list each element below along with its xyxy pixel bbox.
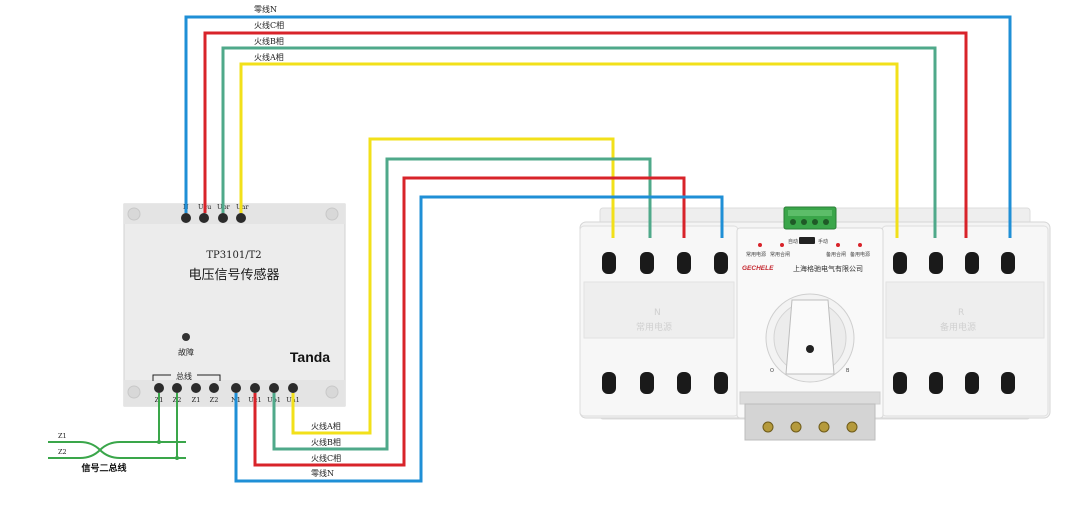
ats-switch: 自动 手动 常用电源 常用合闸 备用合闸 备用电源 GECHELE 上海格驰电气… [579,206,1051,441]
wire-phase-a-top [239,62,899,238]
ats-indicator-light [858,243,862,247]
sensor-terminal-label: Z1 [192,396,201,404]
ats-mode-auto: 自动 [788,238,798,245]
bus-z1-label: Z1 [58,432,67,440]
sensor-module: N Ucu Ubr Uar TP3101/T2 电压信号传感器 故障 Tanda… [123,203,346,407]
wire-phase-a-bottom [291,137,615,435]
bus-label: 总线 [176,371,192,381]
wire-phase-c-top [203,31,968,238]
ats-indicator-light [758,243,762,247]
ats-indicator-label: 常用电源 [746,251,766,258]
sensor-name: 电压信号传感器 [188,267,279,283]
bottom-wires [234,137,724,483]
ats-indicator-light [836,243,840,247]
sensor-bottom-terminals [154,383,298,393]
top-wires [184,15,1012,238]
fault-led [182,333,190,341]
wire-label-neutral-top: 零线N [254,4,277,14]
bus-z2-label: Z2 [58,448,67,456]
ats-brand: GECHELE [742,265,774,272]
ats-indicator-label: 备用合闸 [826,251,846,258]
sensor-model: TP3101/T2 [206,250,261,261]
svg-text:B: B [846,368,850,374]
sensor-terminal-label: Uar [236,203,249,211]
wire-neutral-bottom [234,195,724,483]
wire-label-phase-b-bottom: 火线B相 [311,437,341,447]
ats-right-letter: R [958,308,964,318]
wire-label-phase-c-bottom: 火线C相 [311,453,341,463]
wire-phase-c-bottom [253,176,686,467]
wire-phase-b-top [221,46,937,238]
wire-label-phase-a-bottom: 火线A相 [311,421,341,431]
ats-bottom-terminals [602,372,1015,394]
ats-indicator-label: 备用电源 [850,251,870,258]
ats-top-terminals [602,252,1015,274]
ats-mode-switch[interactable] [799,237,815,244]
ats-left-text: 常用电源 [636,321,672,333]
bus-line-z2 [48,441,125,459]
ats-right-text: 备用电源 [940,321,976,333]
svg-text:O: O [770,368,774,374]
signal-bus [48,393,186,459]
ats-mode-manual: 手动 [818,238,828,245]
fault-label: 故障 [178,347,194,357]
ats-terminal-block [783,206,837,230]
ats-left-letter: N [654,308,661,318]
ats-bottom-screws [762,421,858,433]
wire-phase-b-bottom [272,157,652,451]
wire-neutral-top [184,15,1012,238]
sensor-terminal-label: Z2 [210,396,219,404]
ats-rotary-handle[interactable] [765,293,855,383]
wire-label-phase-c-top: 火线C相 [254,20,284,30]
ats-indicator-label: 常用合闸 [770,251,790,258]
wire-label-phase-b-top: 火线B相 [254,36,284,46]
ats-indicator-light [780,243,784,247]
sensor-brand: Tanda [290,349,330,365]
wire-label-phase-a-top: 火线A相 [254,52,284,62]
bus-title: 信号二总线 [81,462,126,474]
ats-company: 上海格驰电气有限公司 [793,264,863,273]
wire-label-neutral-bottom: 零线N [311,468,334,478]
sensor-top-terminals [181,213,246,223]
